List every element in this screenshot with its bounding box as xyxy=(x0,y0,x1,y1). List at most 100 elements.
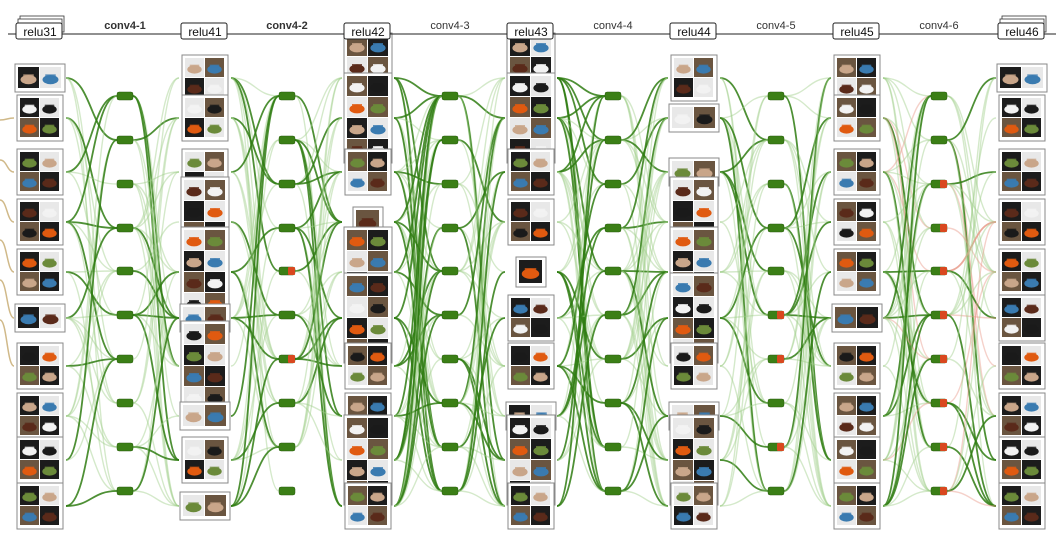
conv-channel-node[interactable] xyxy=(604,354,622,364)
conv-channel-node[interactable] xyxy=(116,398,134,408)
image-cluster[interactable] xyxy=(833,248,881,296)
image-cluster[interactable] xyxy=(670,54,718,102)
conv-channel-node[interactable] xyxy=(767,135,785,145)
conv-channel-node[interactable] xyxy=(441,354,459,364)
conv-channel-node[interactable] xyxy=(930,310,948,320)
conv-channel-node[interactable] xyxy=(604,310,622,320)
image-cluster[interactable] xyxy=(16,198,64,246)
image-cluster[interactable] xyxy=(179,491,231,521)
conv-channel-node[interactable] xyxy=(116,442,134,452)
image-cluster[interactable] xyxy=(14,63,66,93)
image-cluster[interactable] xyxy=(180,320,230,412)
conv-channel-node[interactable] xyxy=(767,442,785,452)
image-cluster[interactable] xyxy=(831,303,883,333)
layer-label-relu45[interactable]: relu45 xyxy=(832,22,880,40)
image-cluster[interactable] xyxy=(998,294,1046,342)
image-cluster[interactable] xyxy=(998,342,1046,390)
conv-channel-node[interactable] xyxy=(604,179,622,189)
conv-channel-node[interactable] xyxy=(767,486,785,496)
image-cluster[interactable] xyxy=(515,256,547,288)
layer-label-relu41[interactable]: relu41 xyxy=(180,22,228,40)
image-cluster[interactable] xyxy=(181,54,229,102)
image-cluster[interactable] xyxy=(668,103,720,133)
image-cluster[interactable] xyxy=(344,482,392,530)
conv-channel-node[interactable] xyxy=(930,398,948,408)
layer-label-relu46[interactable]: relu46 xyxy=(997,15,1047,40)
conv-channel-node[interactable] xyxy=(930,266,948,276)
image-cluster[interactable] xyxy=(507,342,555,390)
layer-label-relu31[interactable]: relu31 xyxy=(15,15,65,40)
image-cluster[interactable] xyxy=(507,294,555,342)
image-cluster[interactable] xyxy=(833,342,881,390)
conv-channel-node[interactable] xyxy=(441,442,459,452)
conv-channel-node[interactable] xyxy=(278,135,296,145)
conv-channel-node[interactable] xyxy=(441,223,459,233)
conv-channel-node[interactable] xyxy=(767,354,785,364)
conv-channel-node[interactable] xyxy=(930,442,948,452)
image-cluster[interactable] xyxy=(833,392,881,440)
conv-channel-node[interactable] xyxy=(278,91,296,101)
conv-channel-node[interactable] xyxy=(767,310,785,320)
conv-channel-node[interactable] xyxy=(604,91,622,101)
image-cluster[interactable] xyxy=(998,248,1046,296)
conv-channel-node[interactable] xyxy=(767,223,785,233)
conv-channel-node[interactable] xyxy=(116,486,134,496)
image-cluster[interactable] xyxy=(507,148,555,196)
image-cluster[interactable] xyxy=(998,436,1046,484)
image-cluster[interactable] xyxy=(181,94,229,142)
conv-channel-node[interactable] xyxy=(767,398,785,408)
image-cluster[interactable] xyxy=(670,482,718,530)
conv-channel-node[interactable] xyxy=(767,266,785,276)
conv-channel-node[interactable] xyxy=(441,310,459,320)
conv-channel-node[interactable] xyxy=(604,266,622,276)
image-cluster[interactable] xyxy=(180,226,230,318)
image-cluster[interactable] xyxy=(16,436,64,484)
image-cluster[interactable] xyxy=(670,342,718,390)
conv-channel-node[interactable] xyxy=(278,442,296,452)
image-cluster[interactable] xyxy=(16,392,64,440)
conv-channel-node[interactable] xyxy=(278,486,296,496)
conv-channel-node[interactable] xyxy=(441,179,459,189)
conv-channel-node[interactable] xyxy=(278,354,296,364)
conv-channel-node[interactable] xyxy=(604,135,622,145)
conv-channel-node[interactable] xyxy=(441,486,459,496)
image-cluster[interactable] xyxy=(181,436,229,484)
conv-channel-node[interactable] xyxy=(604,398,622,408)
layer-label-relu44[interactable]: relu44 xyxy=(669,22,717,40)
image-cluster[interactable] xyxy=(507,482,555,530)
image-cluster[interactable] xyxy=(833,148,881,196)
conv-channel-node[interactable] xyxy=(441,135,459,145)
conv-channel-node[interactable] xyxy=(604,442,622,452)
conv-channel-node[interactable] xyxy=(116,135,134,145)
image-cluster[interactable] xyxy=(833,198,881,246)
conv-channel-node[interactable] xyxy=(116,91,134,101)
conv-channel-node[interactable] xyxy=(930,179,948,189)
conv-channel-node[interactable] xyxy=(278,179,296,189)
image-cluster[interactable] xyxy=(179,401,231,431)
conv-channel-node[interactable] xyxy=(441,398,459,408)
image-cluster[interactable] xyxy=(833,482,881,530)
conv-channel-node[interactable] xyxy=(930,223,948,233)
conv-channel-node[interactable] xyxy=(278,266,296,276)
layer-label-relu43[interactable]: relu43 xyxy=(506,22,554,40)
image-cluster[interactable] xyxy=(344,342,392,390)
conv-channel-node[interactable] xyxy=(930,486,948,496)
conv-channel-node[interactable] xyxy=(278,310,296,320)
conv-channel-node[interactable] xyxy=(441,91,459,101)
conv-channel-node[interactable] xyxy=(116,223,134,233)
conv-channel-node[interactable] xyxy=(767,91,785,101)
layer-label-relu42[interactable]: relu42 xyxy=(343,22,391,40)
image-cluster[interactable] xyxy=(16,148,64,196)
conv-channel-node[interactable] xyxy=(767,179,785,189)
conv-channel-node[interactable] xyxy=(604,223,622,233)
conv-channel-node[interactable] xyxy=(116,179,134,189)
image-cluster[interactable] xyxy=(833,54,881,102)
image-cluster[interactable] xyxy=(507,198,555,246)
image-cluster[interactable] xyxy=(16,342,64,390)
image-cluster[interactable] xyxy=(833,436,881,484)
image-cluster[interactable] xyxy=(998,94,1046,142)
image-cluster[interactable] xyxy=(996,63,1048,93)
conv-channel-node[interactable] xyxy=(604,486,622,496)
image-cluster[interactable] xyxy=(16,482,64,530)
image-cluster[interactable] xyxy=(16,94,64,142)
